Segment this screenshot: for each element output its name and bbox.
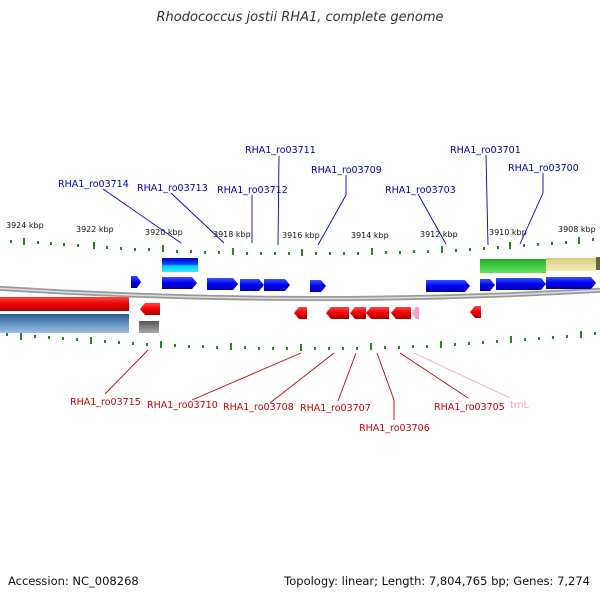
gene-label[interactable]: RHA1_ro03706 <box>359 423 430 434</box>
map-title: Rhodococcus jostii RHA1, complete genome <box>156 10 444 25</box>
scale-label: 3908 kbp <box>558 225 596 234</box>
genome-backbone-highlight <box>0 287 600 300</box>
forward-gene-arrow[interactable] <box>207 278 238 290</box>
forward-gene-arrow[interactable] <box>162 277 197 289</box>
reverse-gene-labels: RHA1_ro03715 RHA1_ro03710 RHA1_ro03708 R… <box>70 397 529 434</box>
lower-feature-track <box>0 314 159 333</box>
reverse-gene-arrow[interactable] <box>350 307 366 319</box>
accession-text: Accession: NC_008268 <box>8 574 139 588</box>
scale-label: 3918 kbp <box>213 230 251 239</box>
gene-label[interactable]: RHA1_ro03715 <box>70 397 141 408</box>
scale-label: 3922 kbp <box>76 225 114 234</box>
reverse-gene-arrow[interactable] <box>470 306 481 318</box>
scale-label: 3916 kbp <box>282 231 320 240</box>
gene-label[interactable]: RHA1_ro03713 <box>137 183 208 194</box>
forward-label-connectors <box>102 154 544 246</box>
feature-bar-cyan <box>162 258 198 272</box>
gene-label[interactable]: RHA1_ro03703 <box>385 185 456 196</box>
gene-label[interactable]: RHA1_ro03711 <box>245 145 316 156</box>
feature-bar-gray <box>139 321 159 333</box>
gene-label[interactable]: RHA1_ro03707 <box>300 403 371 414</box>
trna-arrow[interactable] <box>412 307 419 319</box>
feature-bar-tan <box>546 258 596 271</box>
trna-label[interactable]: trnL <box>510 400 529 411</box>
reverse-gene-arrow[interactable] <box>366 307 389 319</box>
reverse-genes <box>0 297 481 319</box>
feature-bar-olive <box>596 257 600 270</box>
gene-label[interactable]: RHA1_ro03712 <box>217 185 288 196</box>
reverse-gene-arrow[interactable] <box>326 307 349 319</box>
gene-label[interactable]: RHA1_ro03709 <box>311 165 382 176</box>
reverse-gene-arrow[interactable] <box>140 303 160 315</box>
upper-tick-track <box>10 237 594 256</box>
scale-label: 3914 kbp <box>351 231 389 240</box>
forward-gene-arrow[interactable] <box>480 279 495 291</box>
forward-gene-arrow[interactable] <box>240 279 264 291</box>
forward-gene-arrow[interactable] <box>496 278 546 290</box>
reverse-gene-arrow[interactable] <box>391 307 411 319</box>
forward-genes <box>131 276 596 292</box>
forward-gene-labels: RHA1_ro03714 RHA1_ro03713 RHA1_ro03712 R… <box>58 145 579 196</box>
reverse-gene-bar[interactable] <box>0 297 129 311</box>
upper-feature-track <box>162 257 600 273</box>
gene-label[interactable]: RHA1_ro03714 <box>58 179 129 190</box>
scale-label: 3920 kbp <box>145 228 183 237</box>
lower-tick-track <box>6 331 596 351</box>
gene-label[interactable]: RHA1_ro03708 <box>223 402 294 413</box>
gene-label[interactable]: RHA1_ro03701 <box>450 145 521 156</box>
reverse-label-connectors <box>104 349 469 420</box>
forward-gene-arrow[interactable] <box>264 279 290 291</box>
gene-label[interactable]: RHA1_ro03705 <box>434 402 505 413</box>
trna-connector <box>413 352 511 399</box>
forward-gene-arrow[interactable] <box>546 277 596 289</box>
topology-summary: Topology: linear; Length: 7,804,765 bp; … <box>284 574 590 588</box>
scale-label: 3924 kbp <box>6 221 44 230</box>
feature-bar-steel <box>0 314 129 333</box>
scale-label: 3910 kbp <box>489 228 527 237</box>
scale-labels: 3924 kbp 3922 kbp 3920 kbp 3918 kbp 3916… <box>6 221 596 240</box>
gene-label[interactable]: RHA1_ro03700 <box>508 163 579 174</box>
scale-label: 3912 kbp <box>420 230 458 239</box>
forward-gene-arrow[interactable] <box>310 280 326 292</box>
reverse-gene-arrow[interactable] <box>294 307 307 319</box>
gene-label[interactable]: RHA1_ro03710 <box>147 400 218 411</box>
feature-bar-green <box>480 259 546 273</box>
forward-gene-arrow[interactable] <box>426 280 470 292</box>
forward-gene-arrow[interactable] <box>131 276 141 288</box>
